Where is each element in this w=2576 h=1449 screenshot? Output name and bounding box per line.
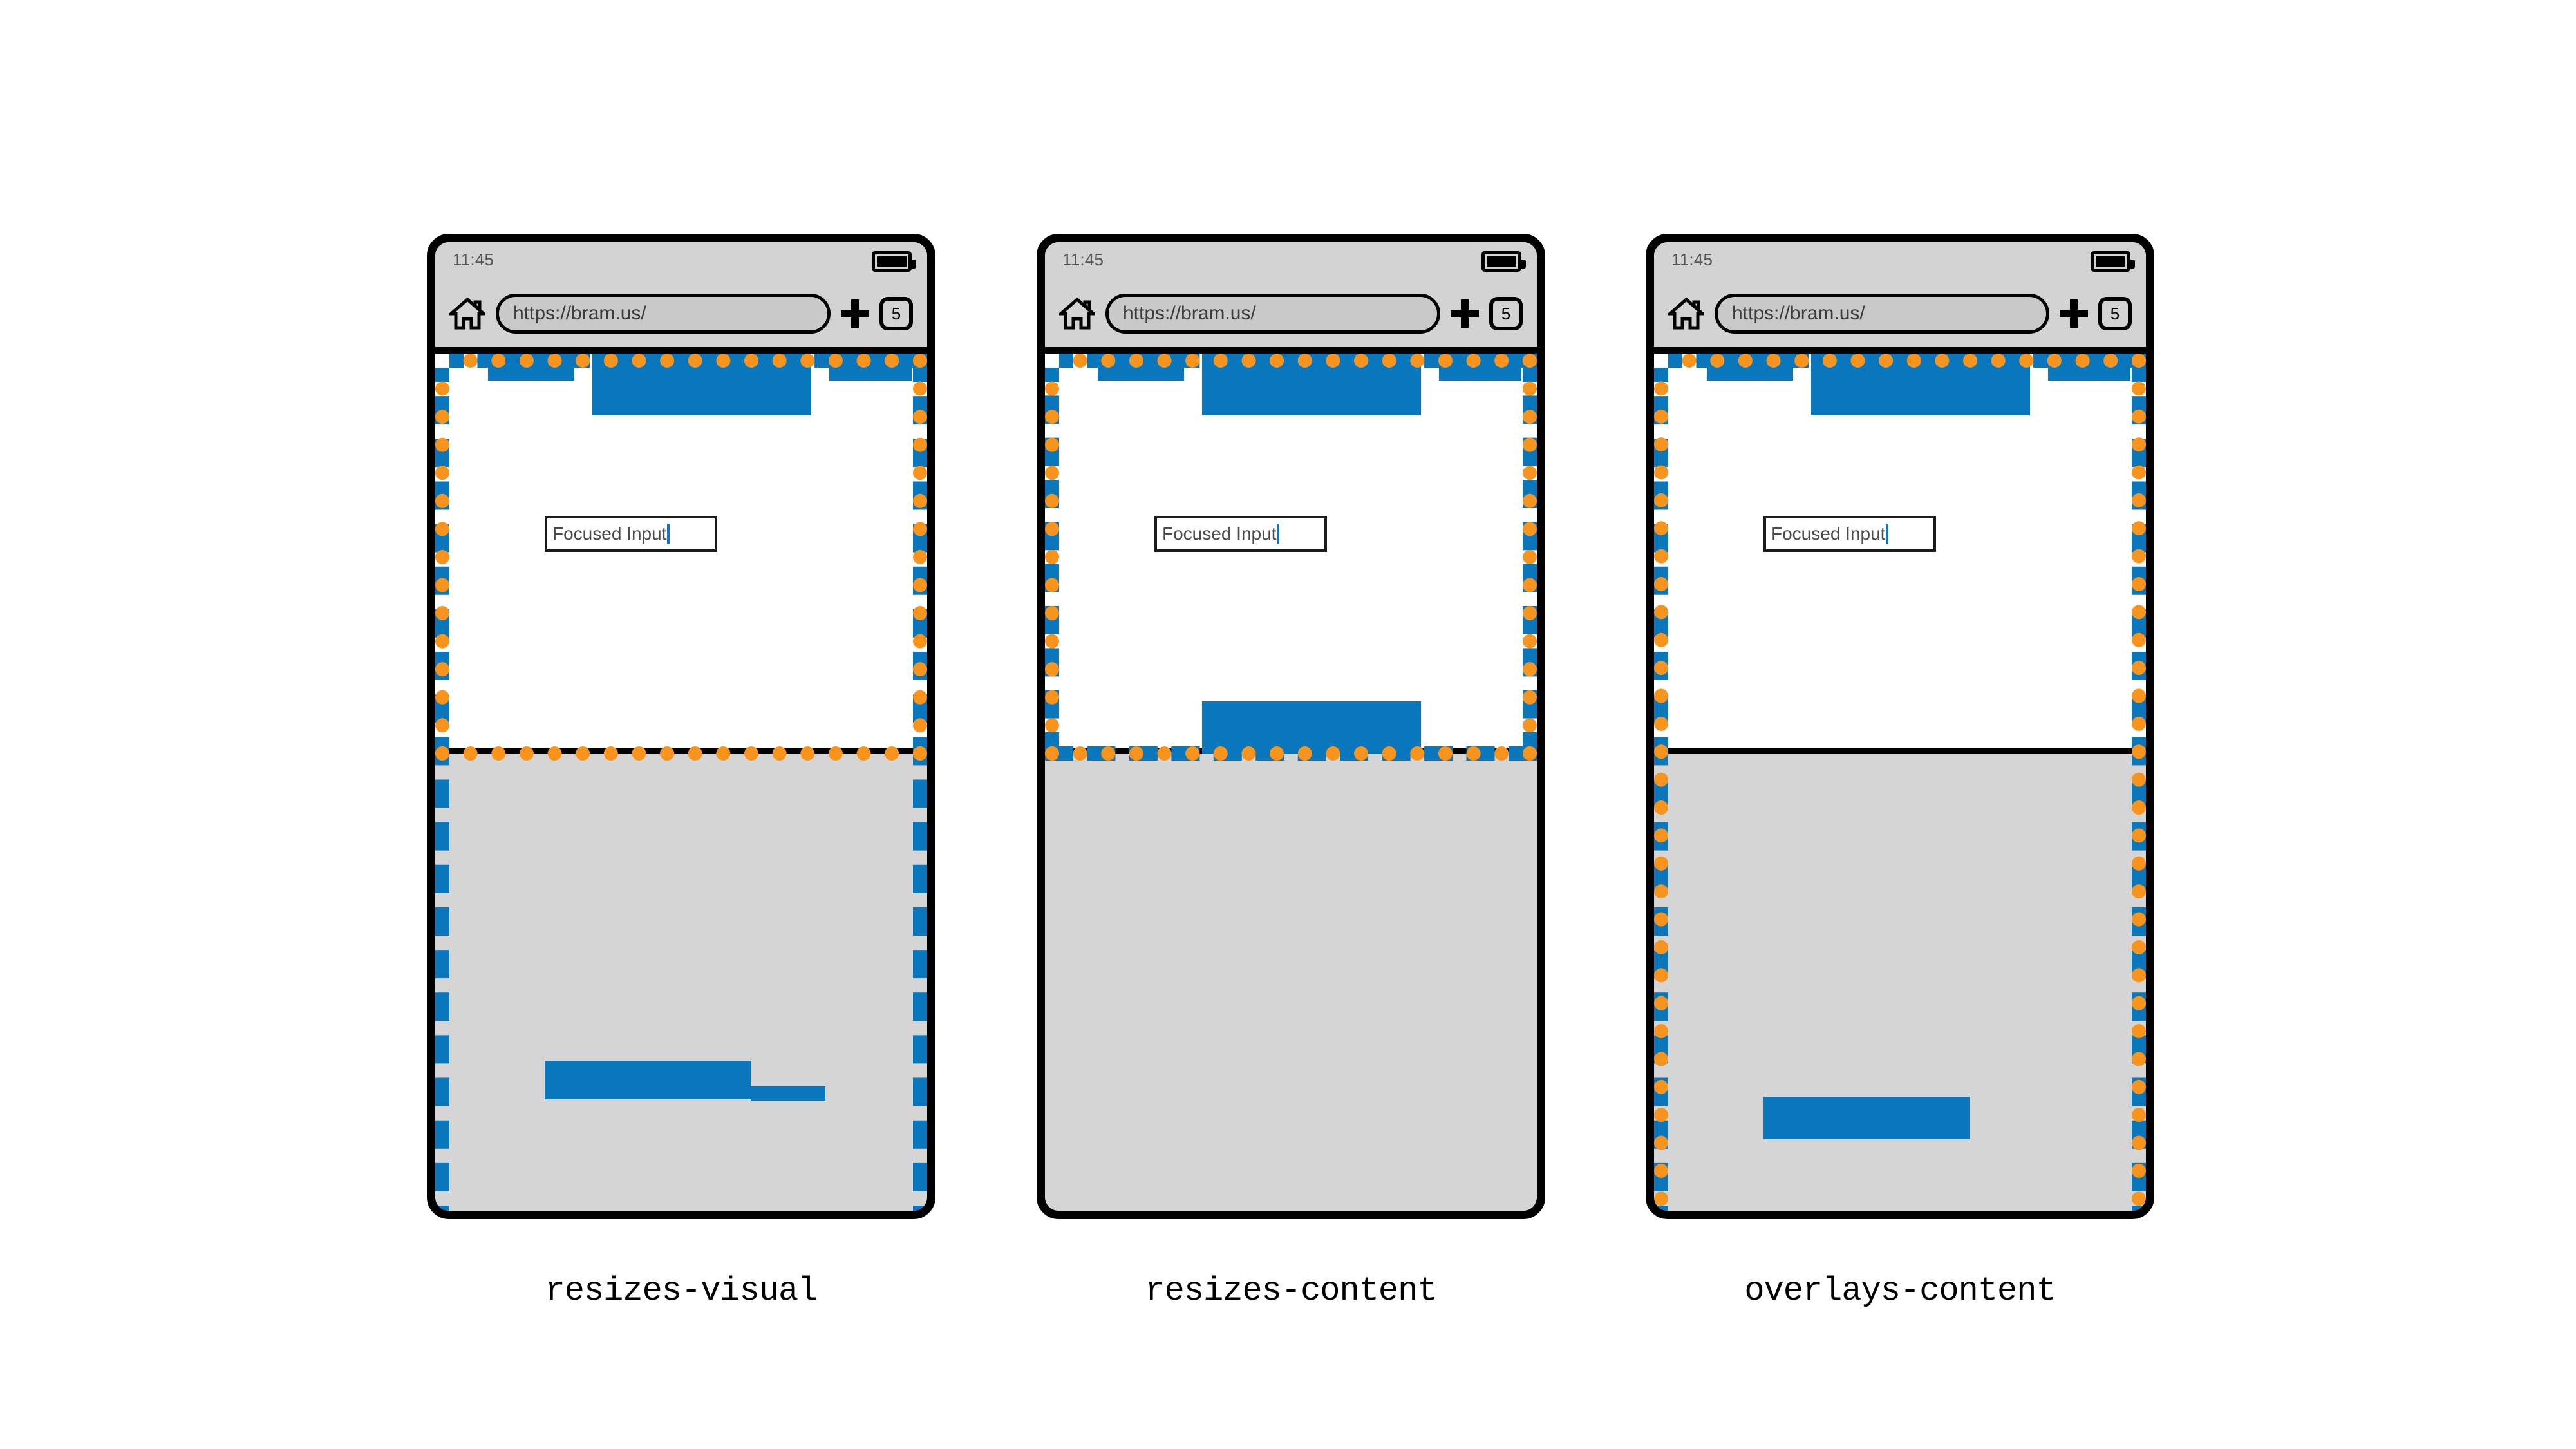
content-block-footer <box>545 1061 751 1099</box>
focused-input-text: Focused Input <box>552 524 667 544</box>
tab-count-button[interactable]: 5 <box>879 297 913 330</box>
web-content-area: Focused Input <box>1654 354 2146 754</box>
focused-input-text: Focused Input <box>1162 524 1277 544</box>
browser-toolbar: https://bram.us/ 5 <box>435 278 927 349</box>
home-icon[interactable] <box>1668 296 1704 332</box>
phone-mockup-overlays-content: 11:45 https://bram.us/ 5 Focused Input <box>1646 234 2154 1219</box>
web-content-area: Focused Input <box>1045 354 1537 754</box>
content-block-topright <box>1439 354 1521 381</box>
caption-overlays-content: overlays-content <box>1744 1272 2056 1310</box>
tab-count-button[interactable]: 5 <box>2098 297 2132 330</box>
content-block-hero <box>1811 354 2030 415</box>
battery-full-icon <box>2091 251 2135 272</box>
content-block-footer <box>1763 1097 1970 1139</box>
status-bar-time: 11:45 <box>453 250 494 269</box>
content-block-topright <box>829 354 912 381</box>
plus-icon[interactable] <box>2060 299 2088 328</box>
url-text: https://bram.us/ <box>1732 303 1865 324</box>
home-icon[interactable] <box>449 296 485 332</box>
browser-toolbar: https://bram.us/ 5 <box>1654 278 2146 349</box>
content-block-footer-tail <box>751 1086 825 1101</box>
content-block-hero <box>1202 354 1421 415</box>
home-icon[interactable] <box>1059 296 1095 332</box>
phone-mockup-resizes-content: 11:45 https://bram.us/ 5 Focused Input <box>1037 234 1545 1219</box>
content-block-topright <box>2048 354 2130 381</box>
corner-notch <box>1654 354 1668 368</box>
phone-mockup-resizes-visual: 11:45 https://bram.us/ 5 Focused Input <box>427 234 935 1219</box>
browser-chrome: 11:45 https://bram.us/ 5 <box>435 242 927 354</box>
battery-full-icon <box>1481 251 1526 272</box>
caption-resizes-content: resizes-content <box>1145 1272 1437 1310</box>
focused-input[interactable]: Focused Input <box>1763 516 1936 552</box>
content-block-header <box>1098 354 1184 381</box>
focused-input[interactable]: Focused Input <box>545 516 717 552</box>
browser-chrome: 11:45 https://bram.us/ 5 <box>1654 242 2146 354</box>
web-content-area: Focused Input <box>435 354 927 754</box>
status-bar-time: 11:45 <box>1671 250 1713 269</box>
corner-notch <box>1045 354 1059 368</box>
browser-chrome: 11:45 https://bram.us/ 5 <box>1045 242 1537 354</box>
battery-full-icon <box>872 251 916 272</box>
content-block-header <box>488 354 574 381</box>
virtual-keyboard[interactable] <box>435 761 927 1211</box>
url-bar[interactable]: https://bram.us/ <box>496 294 831 334</box>
url-text: https://bram.us/ <box>1123 303 1256 324</box>
text-caret <box>1277 524 1280 544</box>
url-bar[interactable]: https://bram.us/ <box>1105 294 1440 334</box>
virtual-keyboard[interactable] <box>1045 761 1537 1211</box>
plus-icon[interactable] <box>841 299 869 328</box>
content-block-hero <box>592 354 811 415</box>
focused-input[interactable]: Focused Input <box>1154 516 1327 552</box>
tab-count-button[interactable]: 5 <box>1489 297 1523 330</box>
url-bar[interactable]: https://bram.us/ <box>1715 294 2049 334</box>
content-block-footer <box>1202 701 1421 754</box>
text-caret <box>1886 524 1889 544</box>
corner-notch <box>435 354 449 368</box>
browser-toolbar: https://bram.us/ 5 <box>1045 278 1537 349</box>
url-text: https://bram.us/ <box>513 303 646 324</box>
status-bar-time: 11:45 <box>1062 250 1104 269</box>
focused-input-text: Focused Input <box>1771 524 1886 544</box>
plus-icon[interactable] <box>1451 299 1479 328</box>
caption-resizes-visual: resizes-visual <box>545 1272 818 1310</box>
content-block-header <box>1707 354 1793 381</box>
virtual-keyboard[interactable] <box>1654 761 2146 1211</box>
text-caret <box>667 524 670 544</box>
